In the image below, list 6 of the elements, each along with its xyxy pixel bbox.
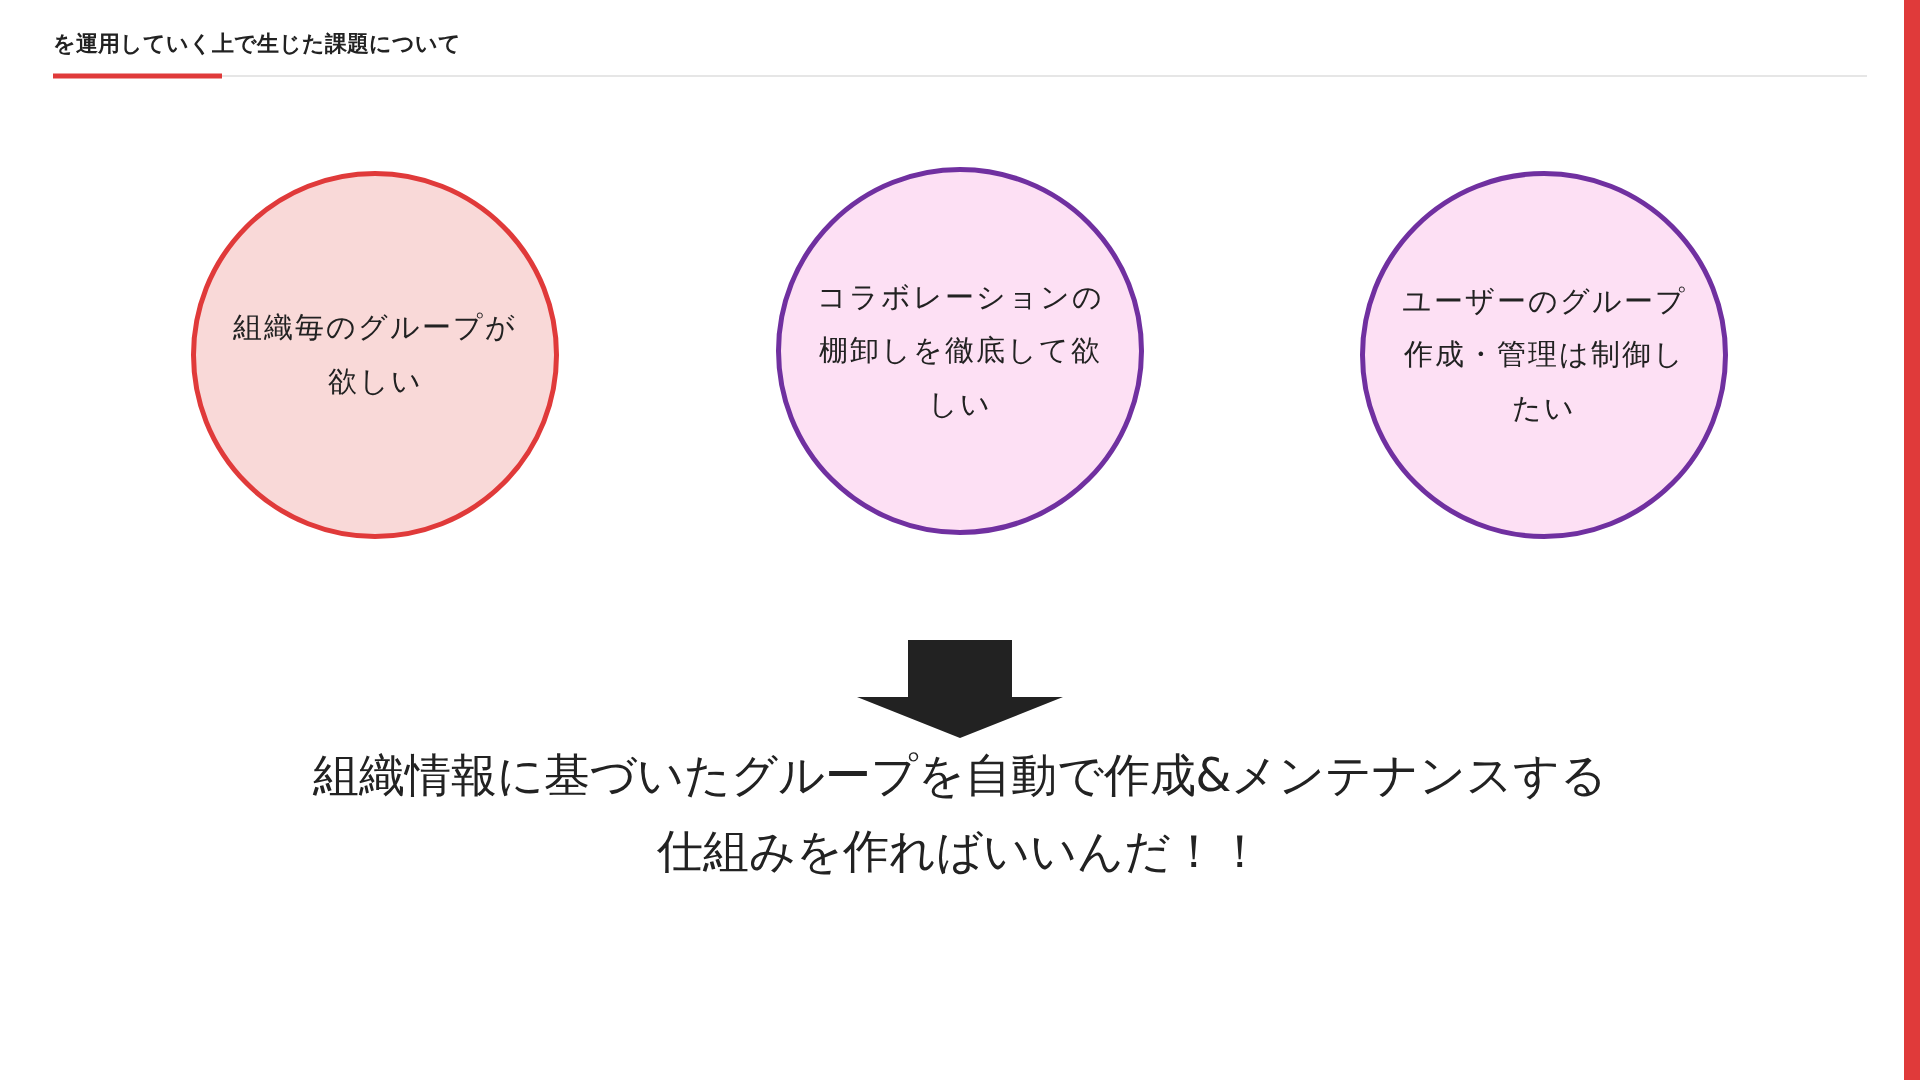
slide-title: を運用していく上で生じた課題について [53,30,461,58]
topic-circle: コラボレーションの棚卸しを徹底して欲しい [776,167,1144,535]
topic-circle: ユーザーのグループ作成・管理は制御したい [1360,171,1728,539]
conclusion-text: 組織情報に基づいたグループを自動で作成&メンテナンスする仕組みを作ればいいんだ！！ [310,738,1610,890]
down-arrow [857,640,1063,738]
topic-circle: 組織毎のグループが欲しい [191,171,559,539]
